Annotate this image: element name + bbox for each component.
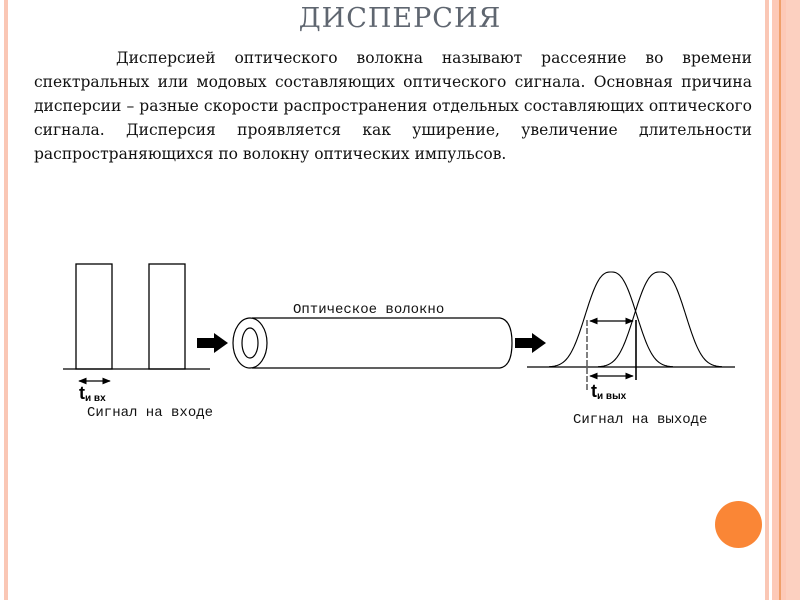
input-pulse-2 [148, 263, 186, 370]
paragraph-text: Дисперсией оптического волокна называют … [34, 49, 752, 163]
output-pulse-2 [598, 271, 722, 368]
left-decor-stripe [4, 0, 8, 600]
input-signal: tи вх Сигнал на входе [63, 263, 213, 421]
fiber-label: Оптическое волокно [293, 302, 444, 318]
fiber-core [241, 327, 259, 359]
input-caption: Сигнал на входе [87, 405, 213, 421]
arrow-right-icon [515, 333, 546, 353]
output-signal: tи вых Сигнал на выходе [527, 271, 735, 428]
output-caption: Сигнал на выходе [573, 412, 707, 428]
output-pulse-1 [549, 271, 673, 368]
orange-bullet-dot [715, 501, 762, 548]
right-decor-stripe-thin [765, 0, 769, 600]
arrow-right-icon [197, 333, 228, 353]
slide-title: ДИСПЕРСИЯ [298, 3, 502, 34]
input-pulse-1 [75, 263, 113, 370]
right-decor-line [779, 0, 781, 600]
slide-paragraph: Дисперсией оптического волокна называют … [34, 46, 752, 166]
optical-fiber: Оптическое волокно [232, 302, 513, 369]
fiber-end-cap [499, 317, 513, 369]
output-duration-label: tи вых [591, 381, 627, 402]
right-decor-band-inner [786, 0, 800, 600]
input-duration-label: tи вх [79, 383, 106, 404]
